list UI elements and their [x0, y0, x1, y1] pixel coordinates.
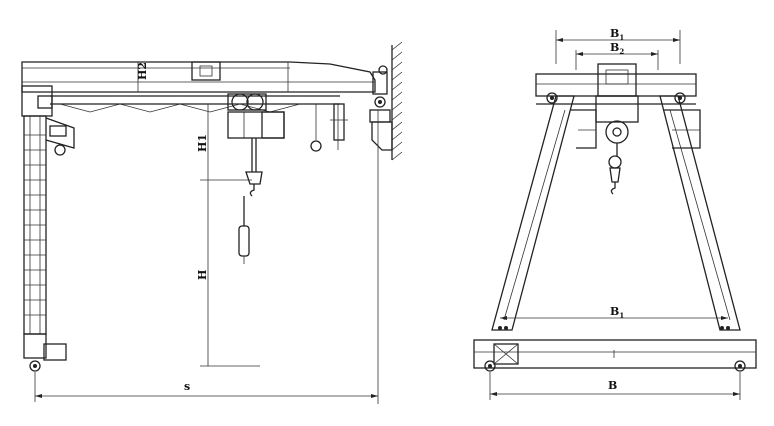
span-dimension: [34, 110, 379, 404]
mid-dimension: [498, 316, 730, 330]
base-dimension: [489, 372, 741, 400]
bottom-sill-beam: [473, 339, 757, 372]
label-h2: H2: [136, 62, 149, 80]
gantry-legs: [491, 95, 741, 331]
girder-truss: [59, 103, 301, 113]
top-dimensions: [555, 30, 681, 70]
height-dimensions: [137, 62, 260, 367]
label-b1-top: B1: [610, 27, 624, 42]
label-b1-low: B1: [610, 305, 624, 320]
main-girder: [21, 61, 388, 108]
top-end-carriage: [535, 63, 697, 105]
side-view: H2 H1 H s: [21, 41, 403, 404]
front-hoist: [595, 95, 639, 195]
front-view: B1 B2 B1 B: [473, 27, 757, 400]
support-leg: [21, 85, 75, 372]
label-b-base: B: [608, 379, 617, 392]
label-b2: B2: [610, 41, 624, 56]
label-h: H: [196, 270, 209, 280]
electric-hoist: [227, 93, 285, 197]
lowered-hook: [238, 196, 250, 264]
wall-hatch: [391, 41, 403, 161]
label-h1: H1: [196, 134, 209, 152]
pendant-cable: [310, 103, 348, 152]
label-s: s: [184, 380, 190, 393]
wall-corbel: [371, 121, 393, 151]
wall-rail: [369, 109, 391, 123]
